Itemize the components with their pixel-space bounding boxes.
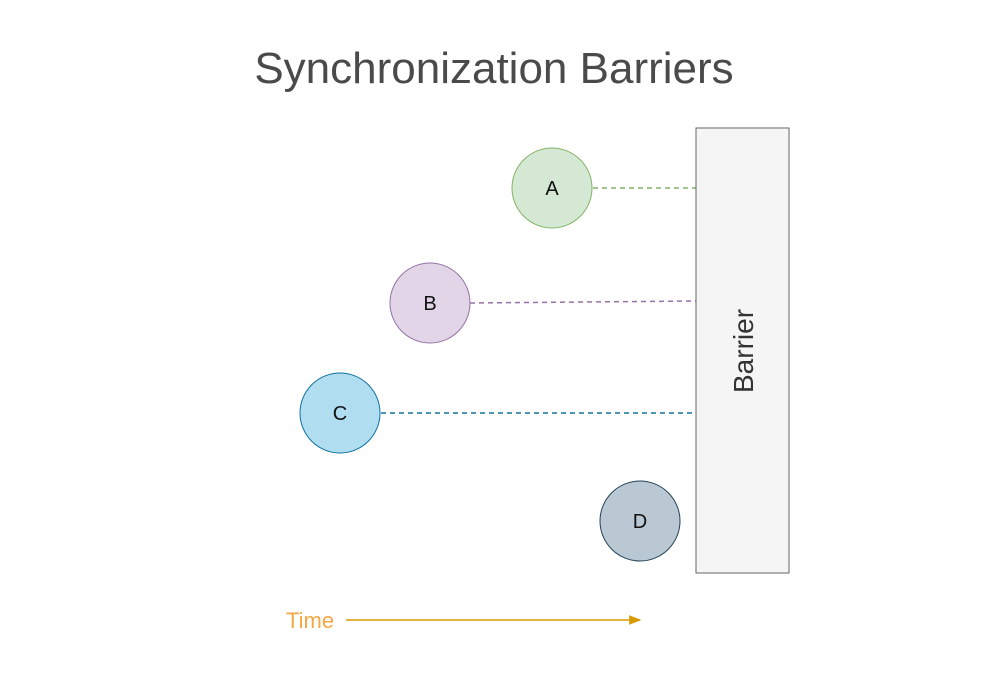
connector-line-b bbox=[469, 300, 697, 304]
node-b-label: B bbox=[423, 293, 436, 315]
node-b[interactable]: B bbox=[389, 262, 471, 344]
node-c-circle bbox=[299, 372, 381, 454]
node-c-label: C bbox=[333, 403, 347, 425]
node-d-circle bbox=[599, 480, 681, 562]
barrier-box bbox=[695, 127, 790, 574]
node-a-circle bbox=[511, 147, 593, 229]
barrier-label: Barrier bbox=[728, 309, 759, 393]
node-c[interactable]: C bbox=[299, 372, 381, 454]
barrier[interactable]: Barrier bbox=[695, 127, 790, 574]
node-a[interactable]: A bbox=[511, 147, 593, 229]
time-label: Time bbox=[286, 608, 334, 633]
time-axis: Time bbox=[286, 608, 642, 633]
diagram-title: Synchronization Barriers bbox=[254, 44, 733, 93]
node-a-label: A bbox=[545, 178, 559, 200]
node-d[interactable]: D bbox=[599, 480, 681, 562]
node-b-circle bbox=[389, 262, 471, 344]
node-d-label: D bbox=[633, 511, 647, 533]
